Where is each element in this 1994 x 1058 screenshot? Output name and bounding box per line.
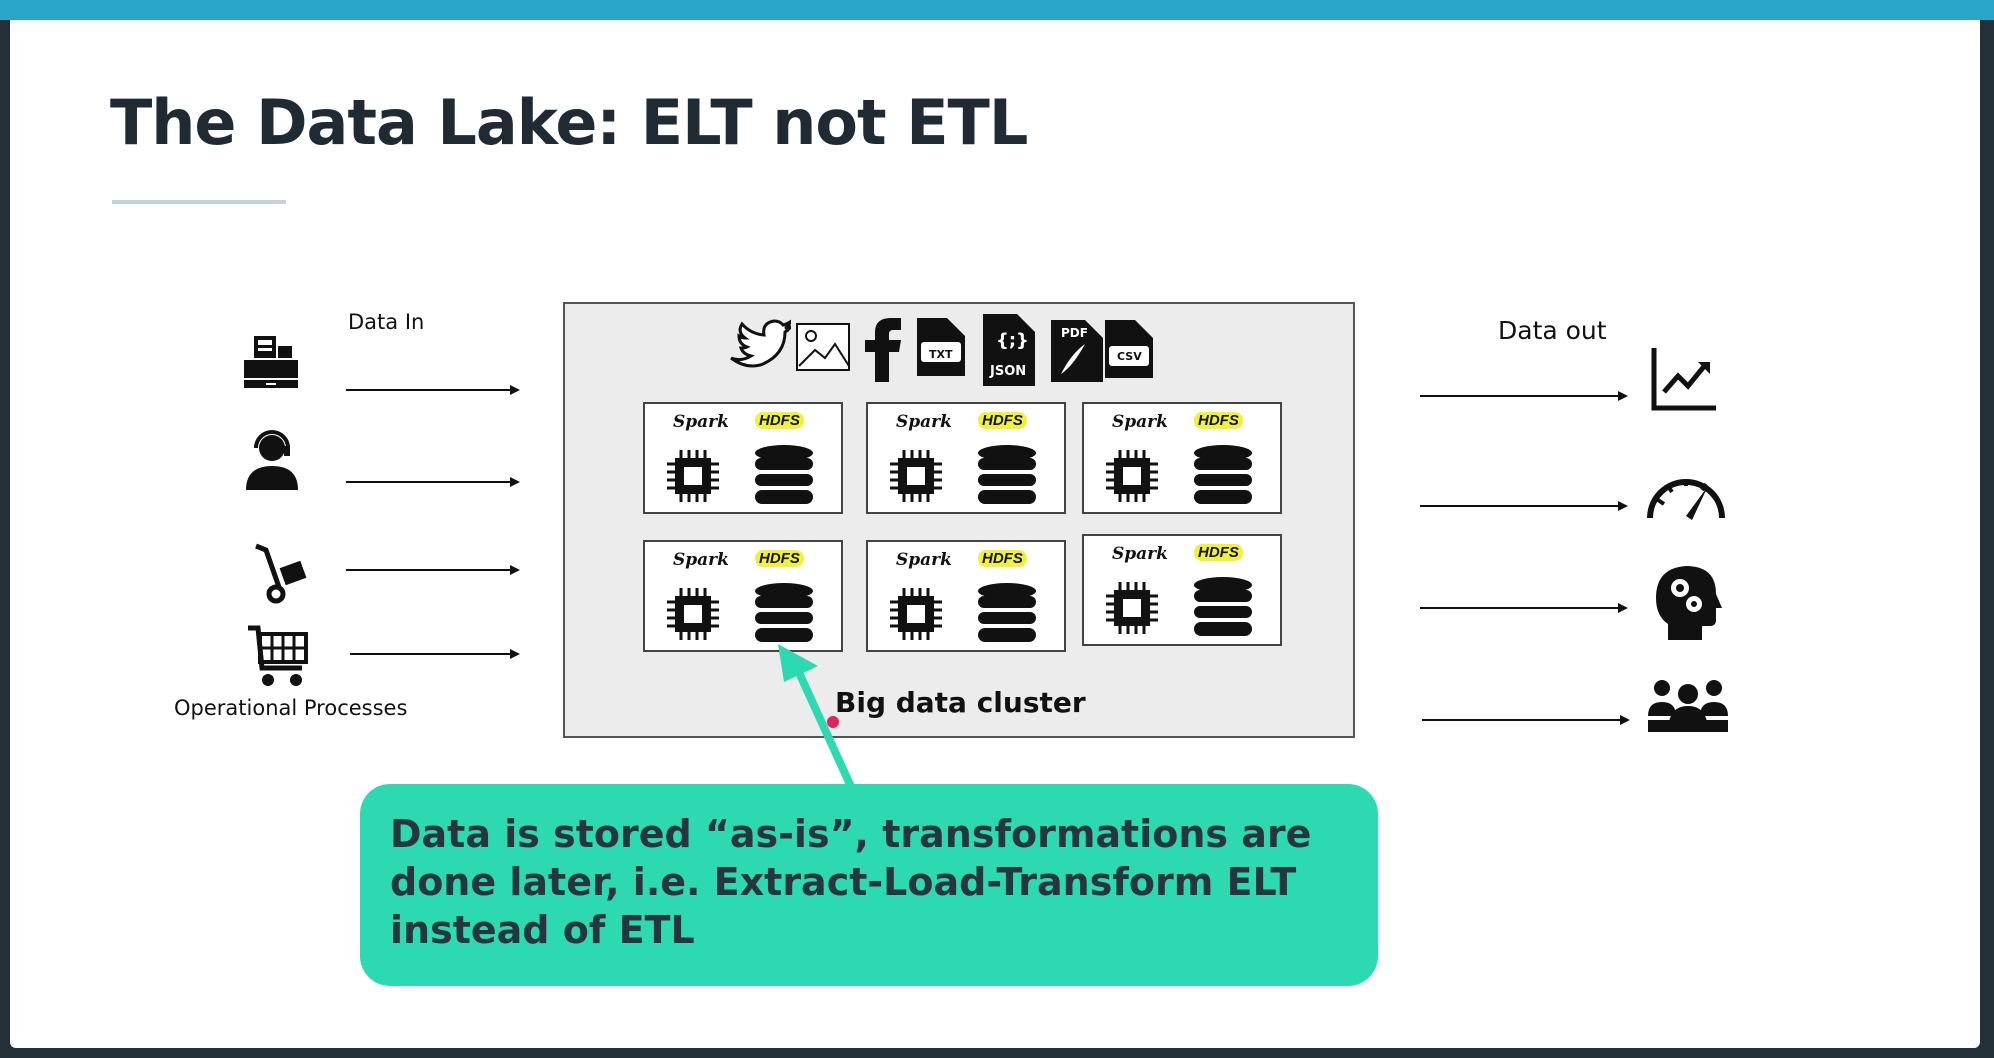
spark-logo: Spark — [896, 412, 952, 432]
spark-logo: Spark — [673, 550, 729, 570]
csv-file-icon — [1105, 320, 1153, 378]
input-arrow — [346, 477, 520, 487]
big-data-cluster: TXT {;} JSON PDF CSV Spark HDFS Spark HD… — [563, 302, 1355, 738]
output-arrow — [1422, 715, 1630, 725]
input-arrow — [346, 385, 520, 395]
support-agent-icon — [246, 430, 298, 490]
database-icon — [755, 445, 813, 504]
data-out-label: Data out — [1498, 316, 1607, 345]
cluster-node: Spark HDFS — [1082, 534, 1282, 646]
cpu-chip-icon — [1106, 450, 1158, 502]
pointer-dot — [827, 716, 839, 728]
top-accent-bar — [0, 0, 1994, 20]
cluster-node: Spark HDFS — [1082, 402, 1282, 514]
callout-text: Data is stored “as-is”, transformations … — [390, 812, 1312, 952]
hdfs-logo: HDFS — [755, 412, 804, 429]
image-icon — [796, 323, 850, 371]
cpu-chip-icon — [890, 450, 942, 502]
cluster-node: Spark HDFS — [643, 540, 843, 652]
callout-arrow — [778, 644, 862, 804]
cpu-chip-icon — [1106, 582, 1158, 634]
database-icon — [1194, 445, 1252, 504]
json-label: JSON — [990, 364, 1027, 379]
txt-label: TXT — [929, 348, 953, 361]
team-icon — [1648, 680, 1728, 732]
spark-logo: Spark — [673, 412, 729, 432]
cluster-node: Spark HDFS — [866, 402, 1066, 514]
hdfs-logo: HDFS — [978, 550, 1027, 567]
brain-gears-icon — [1656, 566, 1722, 640]
slide-title: The Data Lake: ELT not ETL — [110, 86, 1028, 159]
cpu-chip-icon — [667, 450, 719, 502]
hdfs-logo: HDFS — [978, 412, 1027, 429]
facebook-icon — [865, 318, 901, 382]
database-icon — [978, 583, 1036, 642]
shopping-cart-icon — [248, 625, 308, 686]
output-arrow — [1420, 391, 1628, 401]
slide: The Data Lake: ELT not ETL Data In Opera… — [10, 20, 1980, 1048]
title-underline — [112, 200, 286, 204]
pdf-label: PDF — [1061, 326, 1088, 340]
cpu-chip-icon — [667, 588, 719, 640]
callout-box: Data is stored “as-is”, transformations … — [360, 784, 1378, 986]
database-icon — [1194, 577, 1252, 636]
output-arrow — [1420, 501, 1628, 511]
database-icon — [755, 583, 813, 642]
speedometer-icon — [1647, 479, 1725, 520]
csv-label: CSV — [1117, 350, 1142, 363]
json-file-icon — [983, 314, 1035, 386]
spark-logo: Spark — [1112, 544, 1168, 564]
hand-truck-icon — [255, 543, 307, 604]
line-chart-icon — [1651, 348, 1716, 411]
output-arrow — [1420, 603, 1628, 613]
hdfs-logo: HDFS — [755, 550, 804, 567]
input-arrow — [350, 649, 520, 659]
hdfs-logo: HDFS — [1194, 544, 1243, 561]
database-icon — [978, 445, 1036, 504]
pdf-file-icon — [1051, 320, 1103, 382]
cpu-chip-icon — [890, 588, 942, 640]
cluster-node: Spark HDFS — [643, 402, 843, 514]
json-braces: {;} — [996, 330, 1029, 351]
data-in-label: Data In — [348, 310, 425, 334]
txt-file-icon — [917, 318, 965, 376]
cluster-label: Big data cluster — [835, 686, 1086, 719]
hdfs-logo: HDFS — [1194, 412, 1243, 429]
cash-register-icon — [244, 336, 298, 388]
cluster-node: Spark HDFS — [866, 540, 1066, 652]
spark-logo: Spark — [896, 550, 952, 570]
operational-processes-label: Operational Processes — [174, 696, 408, 720]
spark-logo: Spark — [1112, 412, 1168, 432]
input-arrow — [346, 565, 520, 575]
twitter-icon — [730, 319, 791, 368]
